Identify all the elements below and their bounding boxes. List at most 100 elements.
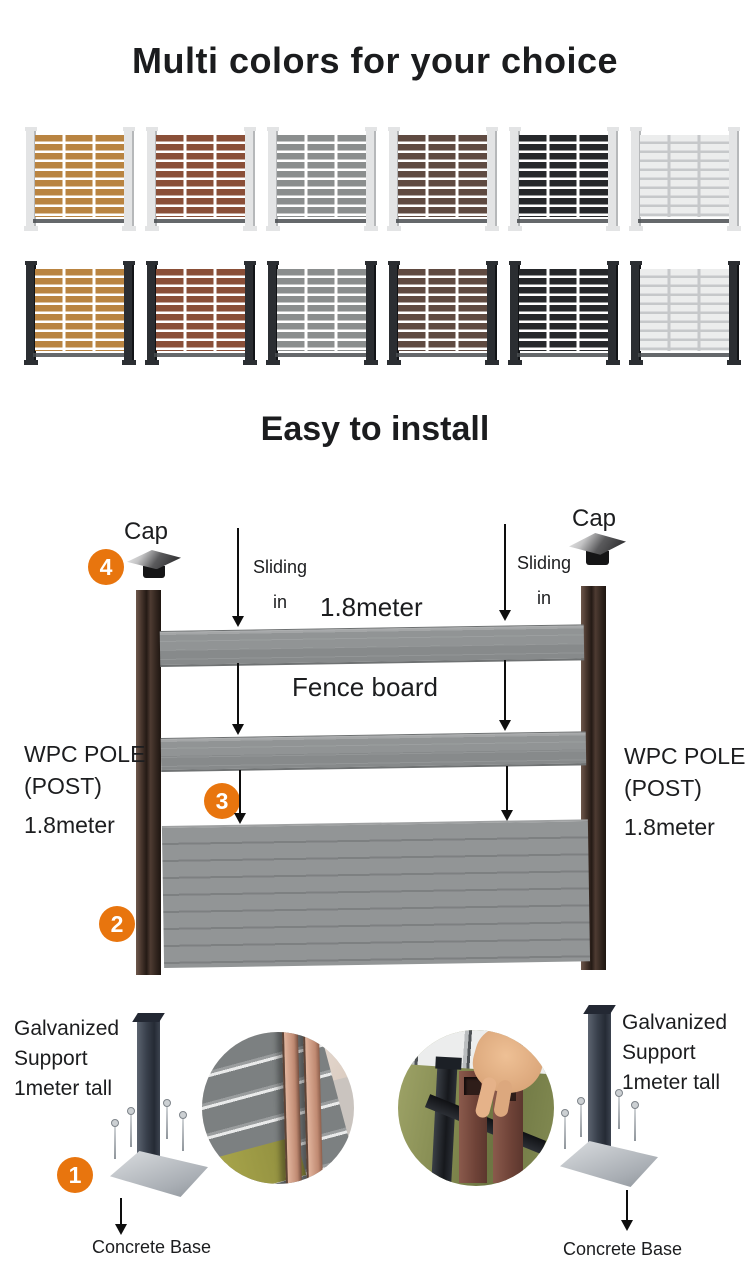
fence-slats xyxy=(156,269,246,351)
concrete-base-label-left: Concrete Base xyxy=(92,1237,212,1257)
fence-panel-black-light-posts xyxy=(508,127,620,231)
fence-post-left xyxy=(266,127,280,231)
support-line1: Galvanized xyxy=(14,1017,120,1040)
fence-post-left xyxy=(24,127,38,231)
sliding-arrow-low-left xyxy=(234,770,246,824)
fence-slats xyxy=(35,269,125,351)
concrete-base-label-right: Concrete Base xyxy=(563,1239,683,1259)
step-badge-2: 2 xyxy=(99,906,135,942)
wpc-pole-left xyxy=(136,590,161,975)
fence-post-left xyxy=(266,261,280,365)
fence-bottom-rail xyxy=(517,353,611,357)
fence-post-left xyxy=(508,127,522,231)
fence-post-left xyxy=(24,261,38,365)
fence-panel-dark-brown-light-posts xyxy=(387,127,499,231)
install-photo-board-groove xyxy=(202,1032,354,1184)
sliding-arrow-low-right xyxy=(501,766,513,821)
fence-post-right xyxy=(364,261,378,365)
sliding-arrow-top-right xyxy=(499,524,511,621)
fence-post-right xyxy=(606,261,620,365)
support-line3: 1meter tall xyxy=(14,1077,113,1100)
fence-bottom-rail xyxy=(638,219,732,223)
step-badge-1: 1 xyxy=(57,1157,93,1193)
fence-slats xyxy=(519,135,609,217)
sliding-arrow-mid-right xyxy=(499,660,511,731)
fence-slats xyxy=(640,135,730,217)
anchor-bolt xyxy=(631,1101,639,1141)
fence-post-left xyxy=(629,127,643,231)
fence-post-left xyxy=(145,127,159,231)
fence-bottom-rail xyxy=(154,219,248,223)
fence-slats xyxy=(156,135,246,217)
cap-base xyxy=(585,551,610,565)
steel-post xyxy=(137,1019,160,1169)
fence-post-right xyxy=(606,127,620,231)
fence-board-label: Fence board xyxy=(292,672,438,702)
fence-board-middle xyxy=(160,731,587,772)
pole-line1: WPC POLE xyxy=(24,741,146,767)
anchor-bolt xyxy=(561,1109,569,1149)
base-plate xyxy=(560,1141,658,1187)
support-line2: Support xyxy=(14,1047,88,1070)
fence-color-row-dark-posts xyxy=(24,261,741,365)
sliding-in-label-left: Sliding in xyxy=(244,550,316,620)
base-plate xyxy=(110,1151,208,1197)
fence-bottom-rail xyxy=(275,219,369,223)
cap-label-left: Cap xyxy=(124,518,169,545)
fence-panel-black-dark-posts xyxy=(508,261,620,365)
fence-post-right xyxy=(122,127,136,231)
fence-post-left xyxy=(629,261,643,365)
anchor-bolt xyxy=(111,1119,119,1159)
fence-slats xyxy=(640,269,730,351)
anchor-bolt xyxy=(615,1089,623,1129)
support-label-right: Galvanized Support 1meter tall xyxy=(622,1008,727,1098)
fence-panel-dark-brown-dark-posts xyxy=(387,261,499,365)
pole-line1: WPC POLE xyxy=(624,743,746,769)
anchor-bolt xyxy=(577,1097,585,1137)
step-badge-3: 3 xyxy=(204,783,240,819)
cap-base xyxy=(142,565,166,578)
support-label-left: Galvanized Support 1meter tall xyxy=(14,1014,119,1104)
fence-post-right xyxy=(122,261,136,365)
fence-post-left xyxy=(387,127,401,231)
fence-panel-gray-dark-posts xyxy=(266,261,378,365)
panel-length-label: 1.8meter xyxy=(320,592,423,622)
fence-post-right xyxy=(485,127,499,231)
sliding-line1: Sliding xyxy=(516,553,572,573)
fence-post-left xyxy=(508,261,522,365)
fence-panel-teak-dark-posts xyxy=(24,261,136,365)
fence-post-right xyxy=(485,261,499,365)
pole-label-left: WPC POLE (POST) 1.8meter xyxy=(24,738,145,841)
fence-slats xyxy=(398,269,488,351)
sliding-line2: in xyxy=(536,588,551,608)
sliding-line1: Sliding xyxy=(252,557,308,577)
post-cap-icon-left xyxy=(127,550,181,581)
fence-color-row-light-posts xyxy=(24,127,741,231)
fence-panel-red-brown-dark-posts xyxy=(145,261,257,365)
pole-line3: 1.8meter xyxy=(24,812,115,838)
step-badge-4: 4 xyxy=(88,549,124,585)
fence-board-stack xyxy=(161,819,591,968)
fence-bottom-rail xyxy=(33,219,127,223)
fence-post-right xyxy=(243,261,257,365)
steel-upright xyxy=(430,1063,458,1186)
fence-slats xyxy=(35,135,125,217)
fence-bottom-rail xyxy=(396,219,490,223)
fence-bottom-rail xyxy=(396,353,490,357)
anchor-bolt xyxy=(163,1099,171,1139)
fence-post-left xyxy=(387,261,401,365)
fence-post-right xyxy=(364,127,378,231)
anchor-bolt xyxy=(179,1111,187,1151)
fence-slats xyxy=(519,269,609,351)
pole-line2: (POST) xyxy=(624,775,702,801)
support-line2: Support xyxy=(622,1041,696,1064)
fence-panel-white-dark-posts xyxy=(629,261,741,365)
fence-bottom-rail xyxy=(154,353,248,357)
sliding-line2: in xyxy=(272,592,287,612)
section-title-colors: Multi colors for your choice xyxy=(131,40,619,81)
fence-post-right xyxy=(243,127,257,231)
fence-post-right xyxy=(727,127,741,231)
galvanized-support-right xyxy=(556,1005,666,1200)
anchor-bolt xyxy=(127,1107,135,1147)
